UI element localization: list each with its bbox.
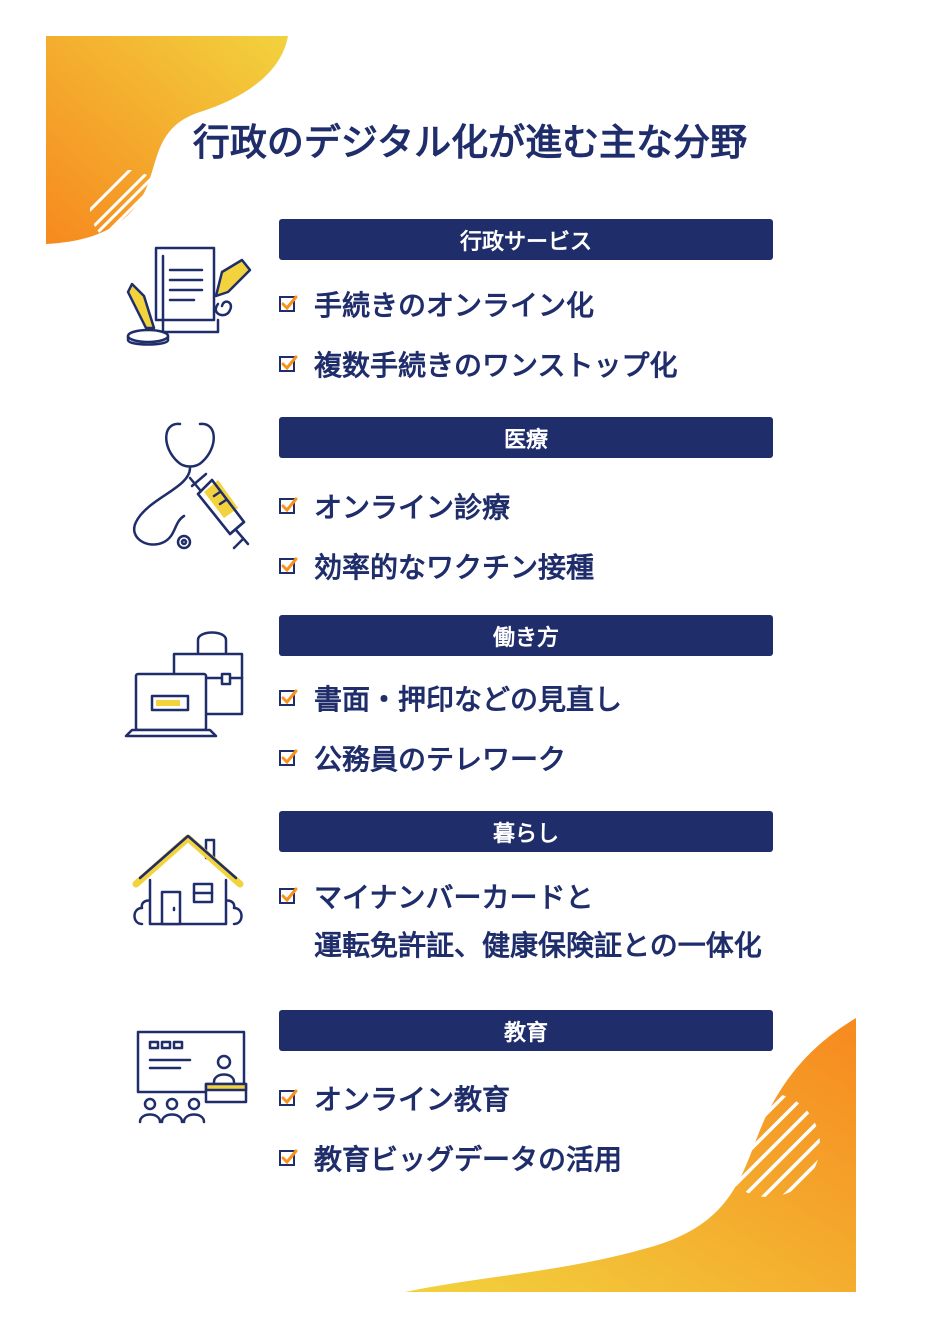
list-item: 複数手続きのワンストップ化 bbox=[278, 342, 677, 390]
item-text: 効率的なワクチン接種 bbox=[314, 551, 595, 584]
checkbox-icon bbox=[279, 1089, 298, 1106]
checkbox-icon bbox=[279, 557, 298, 574]
item-text: オンライン教育 bbox=[314, 1083, 511, 1116]
item-text: 教育ビッグデータの活用 bbox=[314, 1143, 623, 1176]
bottom-right-blob bbox=[405, 1018, 856, 1292]
section-heading: 暮らし bbox=[279, 811, 773, 852]
item-text: オンライン診療 bbox=[314, 491, 511, 524]
item-list: 手続きのオンライン化 複数手続きのワンストップ化 bbox=[278, 282, 677, 402]
item-text: 複数手続きのワンストップ化 bbox=[314, 349, 678, 382]
item-list: マイナンバーカードと 運転免許証、健康保険証との一体化 bbox=[278, 874, 762, 982]
list-item: オンライン診療 bbox=[278, 484, 594, 532]
checkbox-icon bbox=[279, 689, 298, 706]
item-list: オンライン診療 効率的なワクチン接種 bbox=[278, 484, 594, 604]
item-text: マイナンバーカードと 運転免許証、健康保険証との一体化 bbox=[314, 881, 762, 962]
section-heading: 行政サービス bbox=[279, 219, 773, 260]
list-item: 手続きのオンライン化 bbox=[278, 282, 677, 330]
page-title: 行政のデジタル化が進む主な分野 bbox=[192, 121, 748, 164]
checkbox-icon bbox=[279, 355, 298, 372]
section-heading: 医療 bbox=[279, 417, 773, 458]
checkbox-icon bbox=[279, 295, 298, 312]
stethoscope-syringe-icon bbox=[133, 422, 250, 550]
list-item: オンライン教育 bbox=[278, 1076, 622, 1124]
item-list: 書面・押印などの見直し 公務員のテレワーク bbox=[278, 676, 622, 796]
checkbox-icon bbox=[279, 497, 298, 514]
checkbox-icon bbox=[279, 887, 298, 904]
document-pen-icon bbox=[126, 246, 252, 346]
item-text: 書面・押印などの見直し bbox=[314, 683, 623, 716]
item-list: オンライン教育 教育ビッグデータの活用 bbox=[278, 1076, 622, 1196]
section-heading: 働き方 bbox=[279, 615, 773, 656]
laptop-briefcase-icon bbox=[124, 631, 244, 738]
house-icon bbox=[132, 834, 244, 926]
list-item: 公務員のテレワーク bbox=[278, 736, 622, 784]
list-item: 教育ビッグデータの活用 bbox=[278, 1136, 622, 1184]
list-item: 書面・押印などの見直し bbox=[278, 676, 622, 724]
item-text: 公務員のテレワーク bbox=[314, 743, 567, 776]
list-item: マイナンバーカードと 運転免許証、健康保険証との一体化 bbox=[278, 874, 762, 970]
item-text: 手続きのオンライン化 bbox=[314, 289, 595, 322]
checkbox-icon bbox=[279, 749, 298, 766]
list-item: 効率的なワクチン接種 bbox=[278, 544, 594, 592]
section-heading: 教育 bbox=[279, 1010, 773, 1051]
classroom-icon bbox=[136, 1030, 248, 1124]
checkbox-icon bbox=[279, 1149, 298, 1166]
